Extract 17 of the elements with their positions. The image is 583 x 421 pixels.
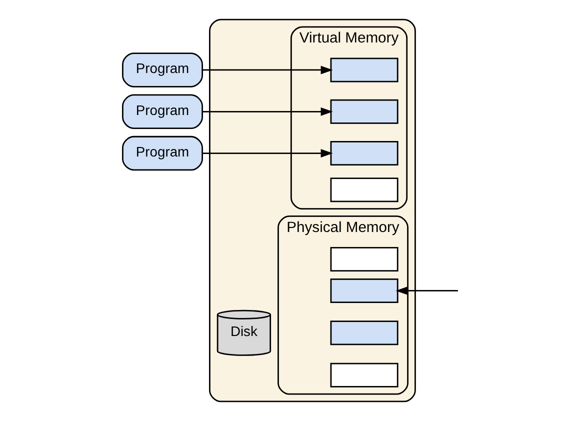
node-box: Program <box>122 52 202 88</box>
arrow <box>202 66 332 74</box>
arrow <box>395 286 458 295</box>
cluster <box>208 18 416 402</box>
arrow <box>202 149 332 158</box>
node-box <box>330 178 398 202</box>
node-box <box>330 320 398 346</box>
node-box <box>330 247 398 272</box>
node-box <box>330 278 398 303</box>
node-box <box>330 362 398 388</box>
node-box <box>330 99 398 124</box>
node-box: Program <box>122 136 202 171</box>
node-box: Program <box>122 94 202 129</box>
node-box <box>330 58 398 82</box>
cluster: Virtual Memory <box>290 26 408 210</box>
node-box <box>330 141 398 166</box>
arrow <box>202 107 332 116</box>
